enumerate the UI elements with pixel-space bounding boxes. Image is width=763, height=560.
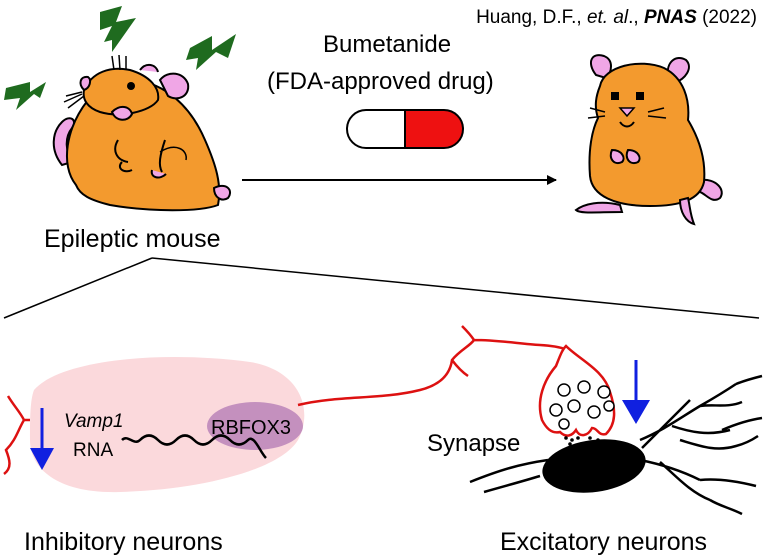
- gene-label: Vamp1: [64, 411, 124, 432]
- treated-mouse-icon: [574, 54, 723, 226]
- zoom-line-left: [3, 257, 153, 319]
- synaptic-vesicles: [549, 380, 615, 430]
- excitatory-neurons-label: Excitatory neurons: [500, 528, 708, 556]
- inhibitory-dendrite: [3, 395, 30, 475]
- seizure-bolt-icon: [186, 34, 236, 70]
- rbfox3-label: RBFOX3: [211, 417, 292, 439]
- zoom-line-right: [151, 257, 760, 319]
- drug-note: (FDA-approved drug): [267, 68, 494, 95]
- inhibitory-cell-body: [30, 357, 305, 493]
- drug-name: Bumetanide: [323, 31, 452, 58]
- rbfox3-marker: [207, 402, 303, 450]
- citation: Huang, D.F., et. al., PNAS (2022): [476, 7, 757, 28]
- synapse-label: Synapse: [427, 430, 521, 457]
- seizure-bolt-icon: [100, 6, 136, 52]
- rna-label: RNA: [73, 440, 114, 461]
- capsule-icon: [346, 109, 464, 149]
- excitatory-neuron: [469, 374, 763, 516]
- inhibitory-neurons-label: Inhibitory neurons: [24, 528, 223, 556]
- epileptic-mouse-icon: [52, 54, 232, 212]
- seizure-bolt-icon: [4, 82, 46, 110]
- down-arrow-icon: [622, 360, 650, 424]
- vamp1-rna-strand: [121, 434, 267, 459]
- down-arrow-icon: [30, 408, 54, 470]
- inhibitory-axon: [297, 325, 582, 407]
- epileptic-mouse-label: Epileptic mouse: [44, 225, 221, 253]
